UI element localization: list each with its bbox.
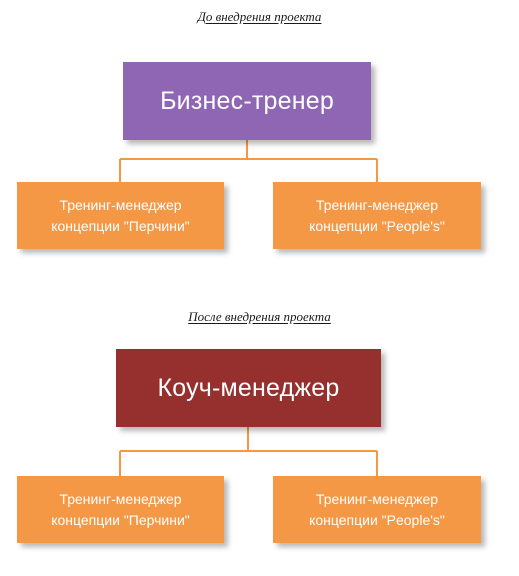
before-top-box-label: Бизнес-тренер bbox=[160, 86, 334, 115]
before-heading: До внедрения проекта bbox=[0, 9, 519, 25]
before-heading-text: До внедрения проекта bbox=[197, 9, 322, 24]
after-top-box-label: Коуч-менеджер bbox=[157, 373, 340, 402]
before-child-box-peoples: Тренинг-менеджер концепции "People's" bbox=[273, 182, 481, 249]
before-child-box-perchini-label: Тренинг-менеджер концепции "Перчини" bbox=[51, 196, 190, 234]
after-heading-text: После внедрения проекта bbox=[188, 309, 331, 324]
after-heading: После внедрения проекта bbox=[0, 309, 519, 325]
before-connector bbox=[119, 140, 378, 182]
after-connector bbox=[119, 427, 378, 476]
after-child-box-peoples-label: Тренинг-менеджер концепции "People's" bbox=[309, 490, 445, 528]
before-child-box-peoples-label: Тренинг-менеджер концепции "People's" bbox=[309, 196, 445, 234]
before-child-box-perchini: Тренинг-менеджер концепции "Перчини" bbox=[17, 182, 224, 249]
after-top-box: Коуч-менеджер bbox=[116, 349, 381, 427]
after-child-box-perchini-label: Тренинг-менеджер концепции "Перчини" bbox=[51, 490, 190, 528]
after-child-box-peoples: Тренинг-менеджер концепции "People's" bbox=[273, 476, 481, 543]
before-top-box: Бизнес-тренер bbox=[123, 62, 371, 140]
after-child-box-perchini: Тренинг-менеджер концепции "Перчини" bbox=[17, 476, 224, 543]
